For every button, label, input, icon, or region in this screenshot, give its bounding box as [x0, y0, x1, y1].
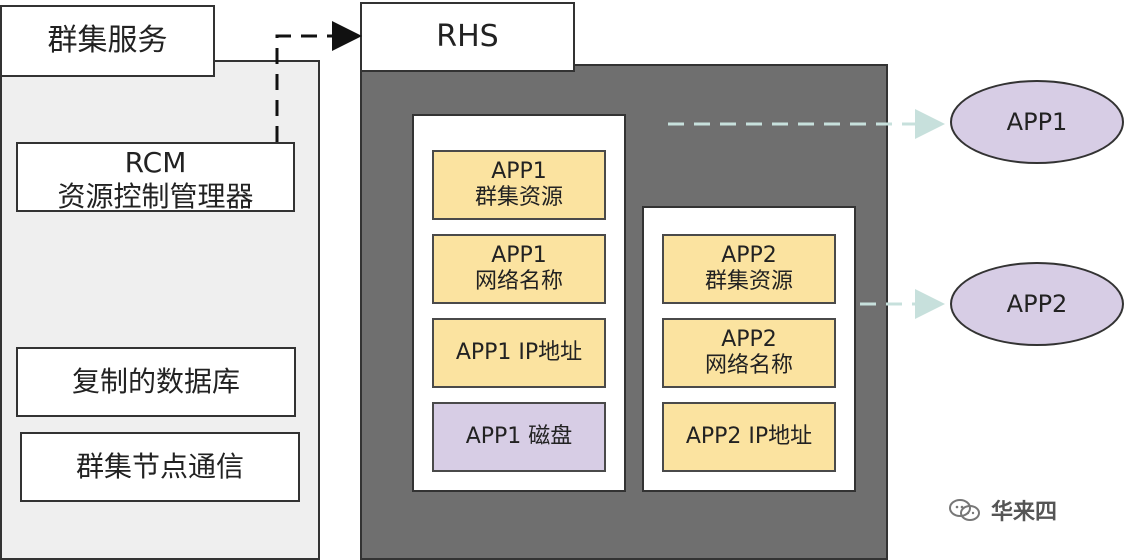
rcm-box: RCM 资源控制管理器 — [16, 142, 295, 213]
cluster-service-title: 群集服务 — [0, 5, 215, 77]
wechat-icon — [949, 499, 980, 521]
watermark: 华来四 — [947, 495, 1097, 525]
cluster-node-communication-box: 群集节点通信 — [20, 432, 300, 502]
app2-ip-address: APP2 IP地址 — [662, 402, 836, 472]
app2-network-name: APP2 网络名称 — [662, 318, 836, 388]
app1-ip-address: APP1 IP地址 — [432, 318, 606, 388]
app1-node: APP1 — [950, 80, 1124, 164]
replicated-database-box: 复制的数据库 — [16, 347, 296, 417]
watermark-text: 华来四 — [991, 500, 1058, 525]
app1-disk: APP1 磁盘 — [432, 402, 606, 472]
app1-cluster-resource: APP1 群集资源 — [432, 150, 606, 220]
app2-cluster-resource: APP2 群集资源 — [662, 234, 836, 304]
app2-node: APP2 — [950, 262, 1124, 346]
rhs-title: RHS — [360, 2, 575, 72]
app1-network-name: APP1 网络名称 — [432, 234, 606, 304]
